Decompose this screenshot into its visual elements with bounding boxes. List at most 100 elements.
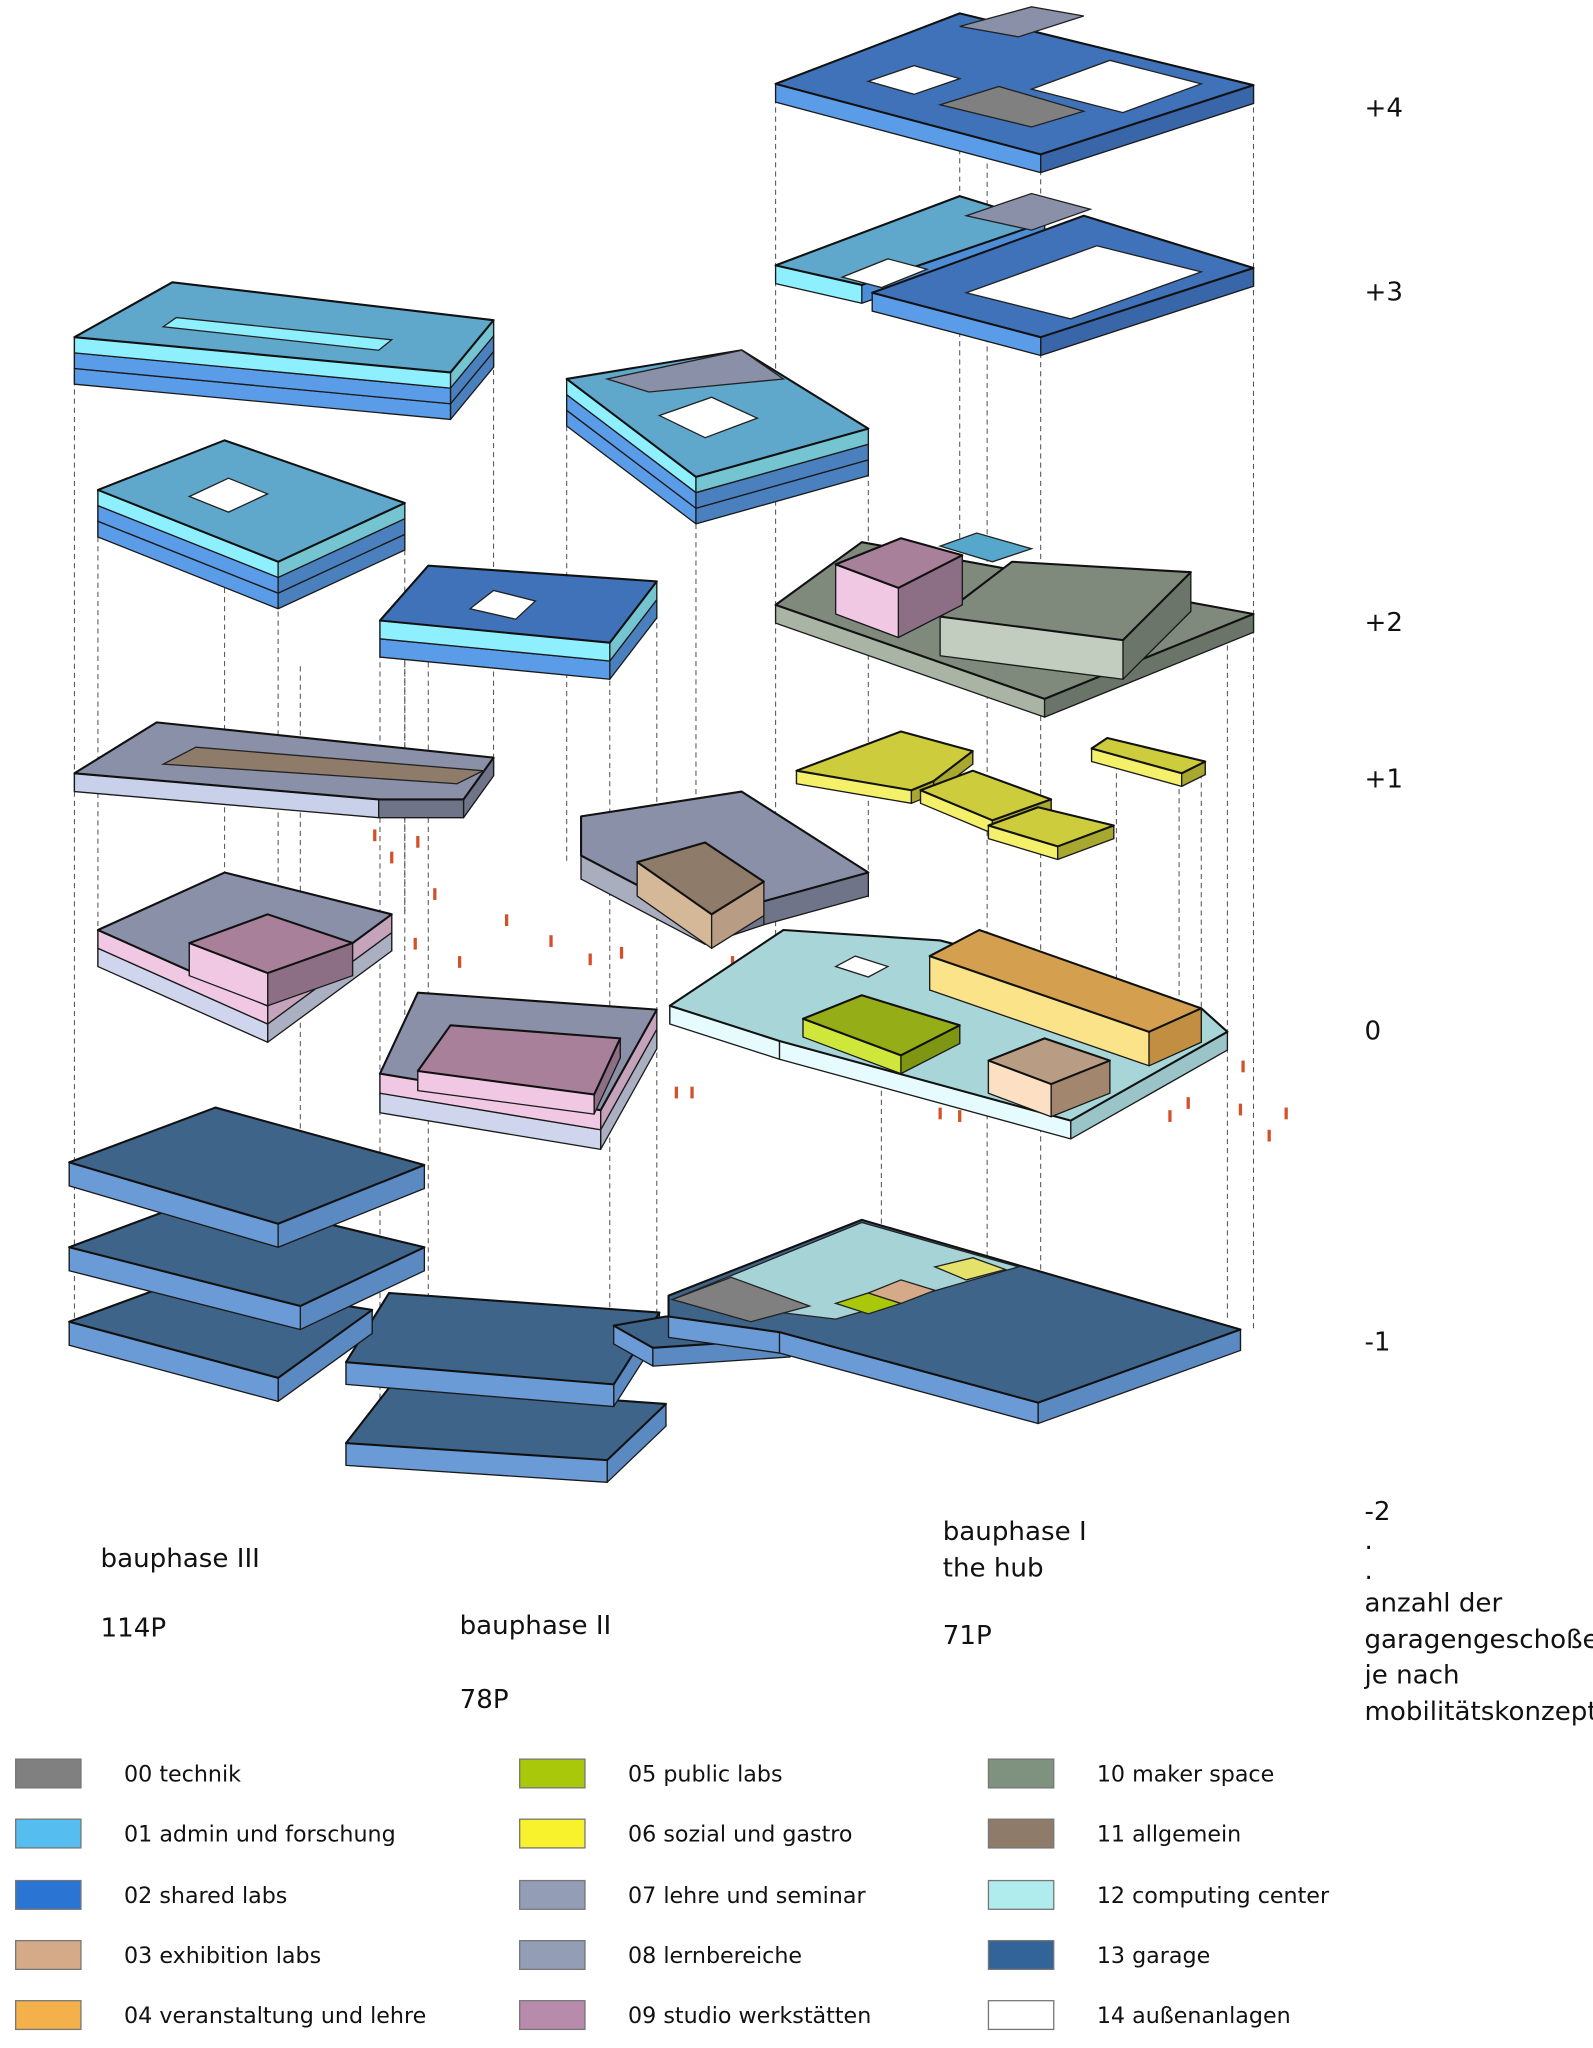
legend-swatch (987, 1939, 1055, 1971)
legend-item: 11 allgemein (987, 1818, 1241, 1849)
level1-phase2-exhibition (636, 841, 765, 949)
level3-hub-seminar (963, 192, 1093, 231)
level1-hub-sozial-a (795, 730, 974, 804)
garage-note-line: garagengeschoße (1364, 1625, 1593, 1655)
hub-minus1-sozial (932, 1257, 1008, 1281)
legend-label: 07 lehre und seminar (628, 1883, 866, 1909)
legend-item: 13 garage (987, 1939, 1210, 1971)
stack-phase2-void (657, 396, 760, 439)
legend-label: 00 technik (124, 1761, 241, 1787)
level2-hub-maker (939, 560, 1192, 680)
legend-item: 06 sozial und gastro (519, 1818, 853, 1849)
stack-phase3-void (161, 316, 394, 351)
stack-phase2-shared-void (468, 589, 537, 620)
ground-hub-void (834, 955, 890, 978)
legend-item: 07 lehre und seminar (519, 1879, 866, 1910)
level2-hub-studio (834, 537, 964, 639)
level-label-ground: 0 (1364, 1017, 1381, 1047)
phase-1-parking: 71P (943, 1621, 992, 1651)
legend-label: 11 allgemein (1097, 1821, 1241, 1847)
building-volumes (68, 6, 1255, 1483)
garage-note-line: je nach (1363, 1660, 1459, 1690)
level3-hub-void-left (840, 258, 930, 289)
legend-item: 03 exhibition labs (15, 1939, 321, 1971)
legend-label: 01 admin und forschung (124, 1821, 396, 1847)
stack-phase3-second (96, 439, 406, 610)
level4-hub-void-left (866, 64, 962, 95)
legend-swatch (519, 1879, 586, 1910)
level1-hub-sozial-c (987, 806, 1115, 861)
level-label-plus4: +4 (1364, 94, 1403, 124)
ground-hub-exhibition (987, 1037, 1111, 1118)
phase-2-parking: 78P (460, 1685, 509, 1715)
legend-swatch (519, 1939, 586, 1971)
legend-swatch (15, 1879, 82, 1910)
garage-phase3-upper (68, 1106, 426, 1248)
legend-swatch (987, 2000, 1055, 2031)
phase-1-title: bauphase I (943, 1517, 1087, 1547)
level4-hub-seminar (959, 6, 1084, 38)
ground-phase3-studio (188, 913, 354, 1007)
legend-label: 14 außenanlagen (1097, 2003, 1291, 2029)
level2-hub-admin (938, 532, 1034, 563)
legend-item: 01 admin und forschung (15, 1818, 396, 1849)
legend-label: 04 veranstaltung und lehre (124, 2003, 426, 2029)
legend-label: 02 shared labs (124, 1883, 287, 1909)
legend-swatch (987, 1818, 1055, 1849)
garage-phase3-middle (68, 1194, 426, 1331)
ground-hub-auditorium (928, 928, 1203, 1067)
legend-label: 05 public labs (628, 1761, 783, 1787)
legend-label: 10 maker space (1097, 1761, 1274, 1787)
hub-minus1-exhibition (866, 1279, 937, 1305)
level-label-minus1: -1 (1364, 1327, 1390, 1357)
legend-swatch (519, 2000, 586, 2031)
level-label-minus2: -2 (1364, 1497, 1390, 1527)
legend-item: 00 technik (15, 1758, 241, 1789)
legend-swatch (15, 1758, 82, 1789)
garage-note-line: anzahl der (1364, 1589, 1502, 1619)
legend-item: 04 veranstaltung und lehre (15, 2000, 426, 2031)
legend-label: 09 studio werkstätten (628, 2003, 871, 2029)
dot: . (1364, 1526, 1372, 1556)
legend-swatch (15, 2000, 82, 2031)
legend-swatch (15, 1939, 82, 1971)
level4-hub-allgemein (937, 85, 1087, 128)
legend-item: 02 shared labs (15, 1879, 287, 1910)
legend-swatch (987, 1758, 1055, 1789)
dot: . (1364, 1556, 1372, 1586)
level1-hub-sozial-d (1090, 736, 1207, 788)
garage-note-line: mobilitätskonzept (1364, 1697, 1593, 1727)
legend-item: 05 public labs (519, 1758, 783, 1789)
legend-label: 06 sozial und gastro (628, 1821, 852, 1847)
legend-swatch (15, 1818, 82, 1849)
ground-hub-public-labs (801, 994, 961, 1075)
legend-item: 14 außenanlagen (987, 2000, 1291, 2031)
level-label-plus1: +1 (1364, 765, 1403, 795)
phase-1-subtitle: the hub (943, 1553, 1044, 1583)
garage-minus1-phase2 (344, 1291, 661, 1408)
garage-minus2-phase2 (344, 1383, 667, 1483)
hub-minus1-technik (670, 1276, 812, 1323)
stack-phase3-second-void (187, 477, 270, 513)
level-label-plus2: +2 (1364, 608, 1403, 638)
stack-phase2-shared (378, 564, 658, 680)
legend-swatch (519, 1818, 586, 1849)
legend-label: 03 exhibition labs (124, 1943, 321, 1969)
level3-hub-void (964, 245, 1204, 320)
level4-hub-void-right (1029, 59, 1204, 114)
legend-label: 12 computing center (1097, 1883, 1330, 1909)
level1-phase3-allgemein (160, 746, 486, 785)
legend-label: 08 lernbereiche (628, 1943, 802, 1969)
phase-3-title: bauphase III (101, 1544, 260, 1574)
legend-item: 08 lernbereiche (519, 1939, 802, 1971)
legend: 00 technik 01 admin und forschung 02 share… (15, 1758, 1330, 2031)
level-labels: +4 +3 +2 +1 0 -1 -2 . . anzahl der garag… (1363, 94, 1593, 1727)
phase-2-title: bauphase II (460, 1611, 612, 1641)
legend-item: 12 computing center (987, 1879, 1330, 1910)
legend-swatch (519, 1758, 586, 1789)
legend-swatch (987, 1879, 1055, 1910)
stack-phase2-seminar (604, 349, 786, 393)
level-label-plus3: +3 (1364, 278, 1403, 308)
legend-item: 10 maker space (987, 1758, 1274, 1789)
